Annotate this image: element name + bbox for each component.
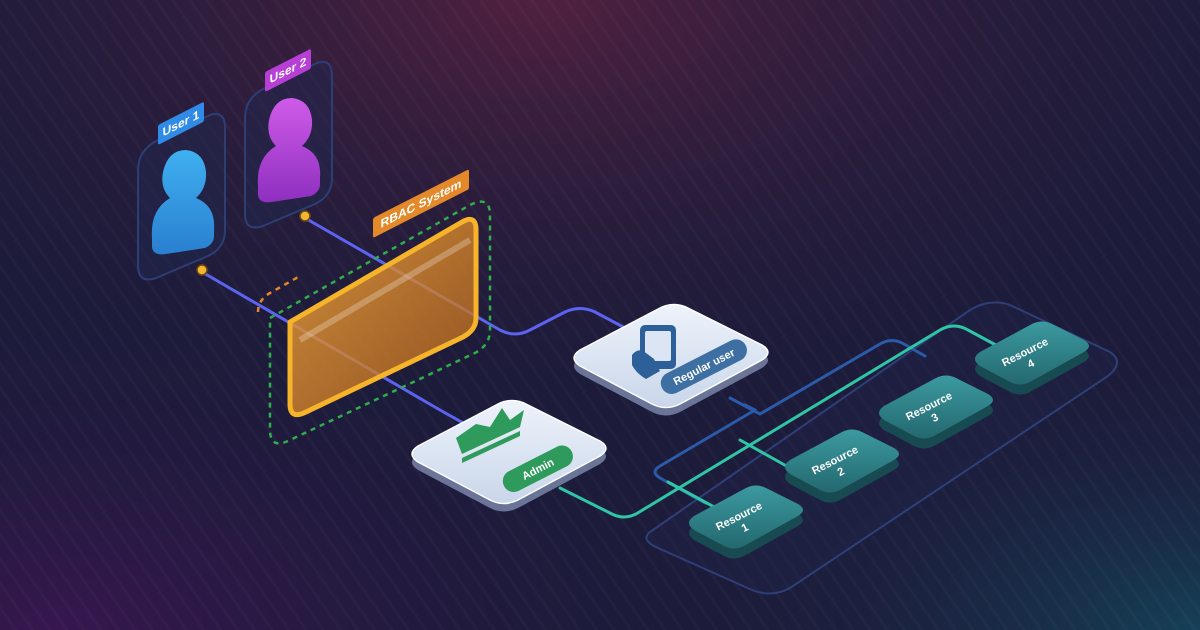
user-1-port bbox=[196, 264, 208, 276]
line-regular-to-resource3 bbox=[728, 339, 927, 416]
resource-tile-3[interactable]: Resource 3 bbox=[879, 375, 993, 449]
role-tile-regular-user[interactable]: Regular user bbox=[573, 303, 769, 416]
crown-icon bbox=[456, 408, 524, 463]
tablet-hand-icon bbox=[632, 325, 676, 379]
resource-3-number: 3 bbox=[930, 412, 941, 425]
rbac-outer-boundary bbox=[268, 200, 492, 445]
line-admin-to-resource4 bbox=[558, 324, 1007, 519]
resource-4-number: 4 bbox=[1026, 357, 1038, 371]
resource-tile-4[interactable]: Resource 4 bbox=[975, 321, 1089, 395]
resource-2-number: 2 bbox=[836, 466, 847, 479]
line-user1-to-admin bbox=[200, 270, 467, 426]
line-admin-to-resource1 bbox=[666, 480, 718, 510]
user-1-avatar-icon bbox=[151, 150, 215, 255]
role-tile-admin[interactable]: Admin bbox=[411, 399, 607, 512]
resource-1-number: 1 bbox=[740, 522, 751, 535]
connectors bbox=[200, 216, 1007, 519]
user-2-port bbox=[299, 210, 311, 222]
line-user2-to-regular bbox=[303, 216, 627, 336]
line-regular-to-resource1 bbox=[653, 403, 757, 505]
user-2-avatar-icon bbox=[257, 98, 321, 203]
resource-tile-1[interactable]: Resource 1 bbox=[689, 485, 803, 559]
rbac-glass bbox=[287, 216, 479, 418]
line-admin-to-resource2 bbox=[738, 438, 792, 470]
resource-tile-2[interactable]: Resource 2 bbox=[785, 429, 899, 503]
